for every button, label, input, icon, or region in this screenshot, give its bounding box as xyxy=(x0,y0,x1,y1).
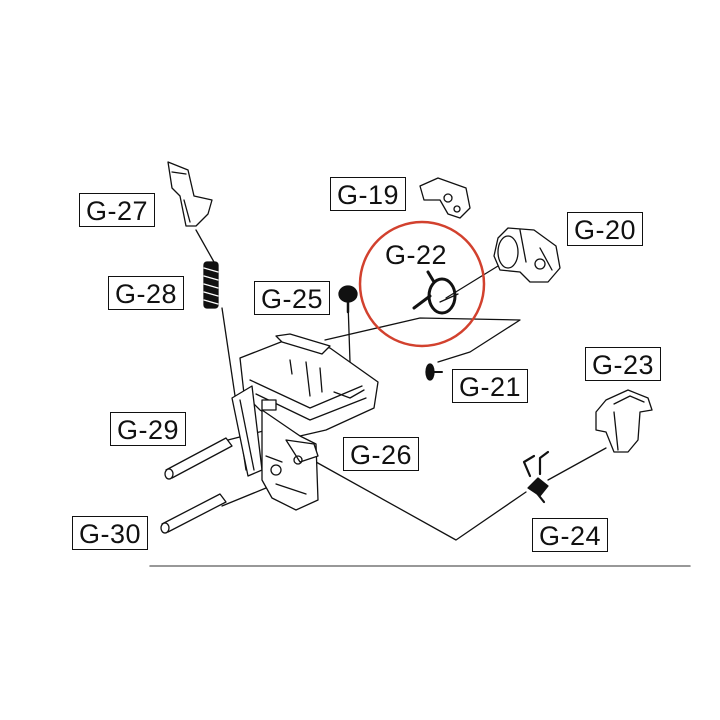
label-g21: G-21 xyxy=(452,369,529,403)
highlight-circle xyxy=(358,220,486,348)
label-g23: G-23 xyxy=(585,347,662,381)
label-g25: G-25 xyxy=(254,281,331,315)
label-g24: G-24 xyxy=(532,518,609,552)
part-g24-spring xyxy=(522,450,550,504)
part-g19-plate xyxy=(419,177,471,219)
part-g21-pin xyxy=(425,363,443,381)
label-g27: G-27 xyxy=(79,193,156,227)
part-g27-lever xyxy=(167,161,213,227)
label-g30: G-30 xyxy=(72,516,149,550)
label-g29: G-29 xyxy=(110,412,187,446)
label-g28: G-28 xyxy=(108,276,185,310)
part-g25-screw xyxy=(338,285,358,314)
part-g30-pin xyxy=(160,493,227,534)
part-g23-trigger-bar xyxy=(595,389,653,453)
label-g20: G-20 xyxy=(567,212,644,246)
label-g22: G-22 xyxy=(385,240,448,270)
part-g20-hammer xyxy=(493,227,561,283)
label-g26: G-26 xyxy=(343,437,420,471)
label-g19: G-19 xyxy=(330,177,407,211)
part-g29-pin xyxy=(164,437,233,480)
part-g22-spring xyxy=(412,270,457,315)
part-g26-housing xyxy=(231,333,379,511)
part-g28-spring xyxy=(203,261,219,309)
